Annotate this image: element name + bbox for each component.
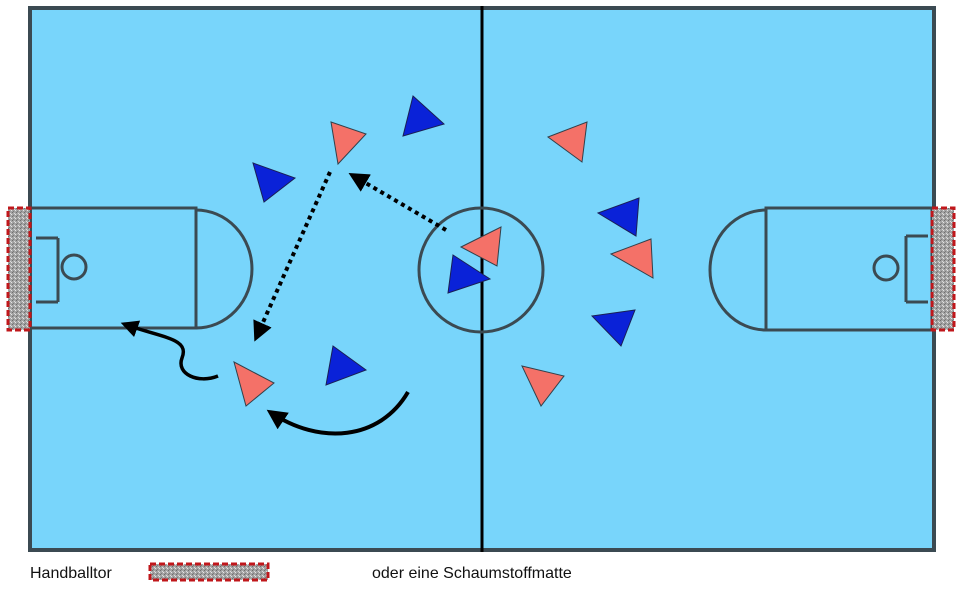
run-arrow-wavy [120, 320, 219, 381]
blue-triangle-player-icon [252, 162, 297, 203]
run-arrow-curve [266, 390, 410, 436]
center-circle [417, 206, 545, 334]
blue-triangle-player-icon [325, 345, 368, 386]
red-triangle-player-icon [233, 361, 275, 407]
red-players [233, 121, 654, 407]
pass-arrow-top-to-bottom [253, 171, 332, 342]
blue-triangle-player-icon [447, 254, 492, 294]
left-goal-mat [6, 206, 32, 332]
legend-foam-mat-swatch [148, 562, 270, 582]
blue-triangle-player-icon [596, 197, 640, 237]
right-goal-mat [930, 206, 956, 332]
red-triangle-player-icon [546, 121, 588, 163]
blue-players [252, 95, 640, 386]
pass-arrow-center-to-top [348, 172, 448, 232]
blue-triangle-player-icon [590, 309, 636, 347]
legend-goal-label: Handballtor [30, 565, 112, 582]
red-triangle-player-icon [459, 226, 502, 267]
red-triangle-player-icon [609, 238, 654, 279]
blue-triangle-player-icon [402, 95, 445, 137]
red-triangle-player-icon [330, 121, 367, 166]
legend-mat-label: oder eine Schaumstoffmatte [372, 565, 572, 582]
red-triangle-player-icon [521, 365, 565, 407]
